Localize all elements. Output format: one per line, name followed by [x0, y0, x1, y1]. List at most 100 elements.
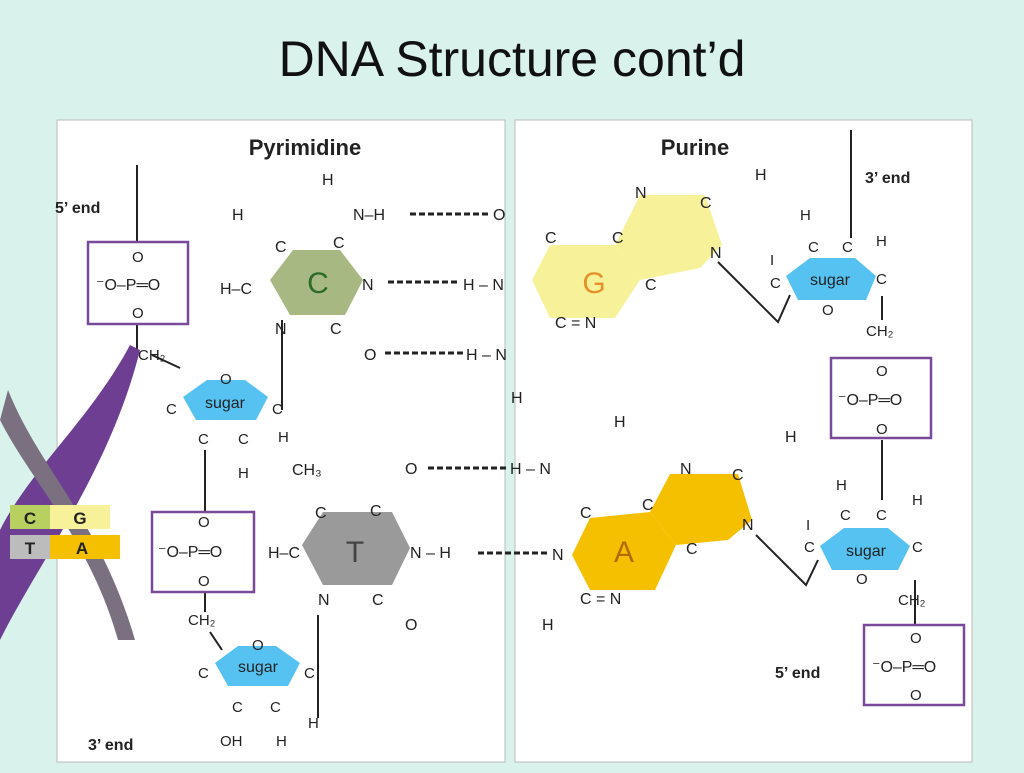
svg-text:O: O	[493, 207, 505, 224]
svg-text:O: O	[252, 637, 264, 654]
svg-text:C: C	[315, 505, 327, 522]
svg-text:O: O	[132, 249, 144, 266]
svg-text:C: C	[545, 230, 557, 247]
svg-text:H: H	[278, 429, 289, 446]
svg-text:C: C	[642, 497, 654, 514]
svg-text:H: H	[232, 207, 244, 224]
svg-text:C: C	[842, 239, 853, 256]
guanine-base: G	[532, 195, 722, 318]
svg-text:H: H	[800, 207, 811, 224]
sugar-label: sugar	[205, 395, 246, 412]
three-prime-end-left: 3’ end	[88, 737, 133, 754]
svg-text:O: O	[405, 461, 417, 478]
svg-text:C: C	[876, 271, 887, 288]
svg-text:H–C: H–C	[268, 545, 300, 562]
hydrogen-bonds	[385, 212, 550, 555]
svg-text:C: C	[304, 665, 315, 682]
svg-text:C: C	[840, 507, 851, 524]
svg-text:N–H: N–H	[353, 207, 385, 224]
phosphate-box	[86, 240, 190, 326]
svg-text:N: N	[680, 461, 692, 478]
svg-text:C: C	[612, 230, 624, 247]
svg-text:C: C	[580, 505, 592, 522]
svg-text:C: C	[700, 195, 712, 212]
right-backbone	[717, 130, 916, 625]
svg-text:N: N	[552, 547, 564, 564]
sugar-label: sugar	[810, 272, 851, 289]
helix-label-t: T	[25, 539, 36, 558]
left-backbone	[136, 165, 319, 718]
sugar-label: sugar	[846, 543, 887, 560]
svg-text:C: C	[770, 275, 781, 292]
svg-text:CH₂: CH₂	[866, 323, 894, 340]
helix-cell-t	[10, 535, 50, 559]
svg-text:H: H	[876, 233, 887, 250]
svg-text:C = N: C = N	[580, 591, 621, 608]
svg-text:O: O	[910, 687, 922, 704]
svg-text:H – N: H – N	[463, 277, 504, 294]
svg-text:C: C	[238, 431, 249, 448]
svg-text:N: N	[275, 321, 287, 338]
svg-text:C: C	[732, 467, 744, 484]
svg-text:H: H	[755, 167, 767, 184]
svg-text:H: H	[276, 733, 287, 750]
svg-text:C = N: C = N	[555, 315, 596, 332]
svg-text:C: C	[333, 235, 345, 252]
svg-text:N – H: N – H	[410, 545, 451, 562]
phosphate-box	[150, 510, 256, 594]
svg-text:H: H	[614, 414, 626, 431]
adenine-label: A	[614, 536, 634, 569]
svg-text:H: H	[511, 390, 523, 407]
cytosine-base: C	[270, 250, 363, 315]
svg-text:C: C	[912, 539, 923, 556]
five-prime-end-left: 5’ end	[55, 200, 100, 217]
cytosine-label: C	[307, 267, 329, 300]
svg-text:C: C	[804, 539, 815, 556]
svg-text:C: C	[370, 503, 382, 520]
phosphate-groups: ⁻O–P═O O O ⁻O–P═O O O ⁻O–P═O O O ⁻O–P═O …	[86, 240, 966, 707]
svg-text:N: N	[742, 517, 754, 534]
helix-cell-g	[50, 505, 110, 529]
svg-text:⁻O–P═O: ⁻O–P═O	[872, 659, 936, 676]
helix-label-c: C	[24, 509, 36, 528]
svg-text:O: O	[405, 617, 417, 634]
svg-text:I: I	[806, 517, 810, 534]
guanine-label: G	[582, 267, 605, 300]
svg-text:⁻O–P═O: ⁻O–P═O	[838, 392, 902, 409]
svg-text:I: I	[770, 252, 774, 269]
atom-labels: H N–H O H C C H–C N H – N N C O H – N H …	[220, 167, 797, 634]
phosphate-box	[862, 623, 966, 707]
ch2-labels: CH₂ CH₂ CH₂ CH₂	[138, 323, 926, 629]
svg-text:OH: OH	[220, 733, 243, 750]
svg-text:H: H	[836, 477, 847, 494]
svg-text:O: O	[364, 347, 376, 364]
svg-text:C: C	[808, 239, 819, 256]
svg-text:C: C	[270, 699, 281, 716]
svg-text:O: O	[220, 371, 232, 388]
svg-text:O: O	[198, 514, 210, 531]
svg-text:⁻O–P═O: ⁻O–P═O	[158, 544, 222, 561]
svg-text:O: O	[876, 421, 888, 438]
phosphate-box	[829, 356, 933, 440]
svg-text:O: O	[910, 630, 922, 647]
svg-text:H: H	[322, 172, 334, 189]
svg-text:⁻O–P═O: ⁻O–P═O	[96, 277, 160, 294]
diagram-canvas: Pyrimidine Purine 5’ end 3’ end 3’ end 5…	[0, 119, 973, 763]
svg-text:C: C	[876, 507, 887, 524]
svg-text:N: N	[362, 277, 374, 294]
svg-text:O: O	[856, 571, 868, 588]
helix-label-a: A	[76, 539, 88, 558]
svg-text:O: O	[822, 302, 834, 319]
svg-text:H: H	[542, 617, 554, 634]
svg-text:C: C	[686, 541, 698, 558]
svg-text:C: C	[272, 401, 283, 418]
svg-text:N: N	[710, 245, 722, 262]
dna-structure-diagram: Pyrimidine Purine 5’ end 3’ end 3’ end 5…	[0, 118, 1024, 768]
sugar-label: sugar	[238, 659, 279, 676]
helix-label-g: G	[73, 509, 86, 528]
svg-text:CH₂: CH₂	[898, 592, 926, 609]
svg-text:C: C	[198, 431, 209, 448]
svg-text:H: H	[912, 492, 923, 509]
sugar-rings: sugar O sugar O sugar O sugar O	[183, 258, 910, 686]
